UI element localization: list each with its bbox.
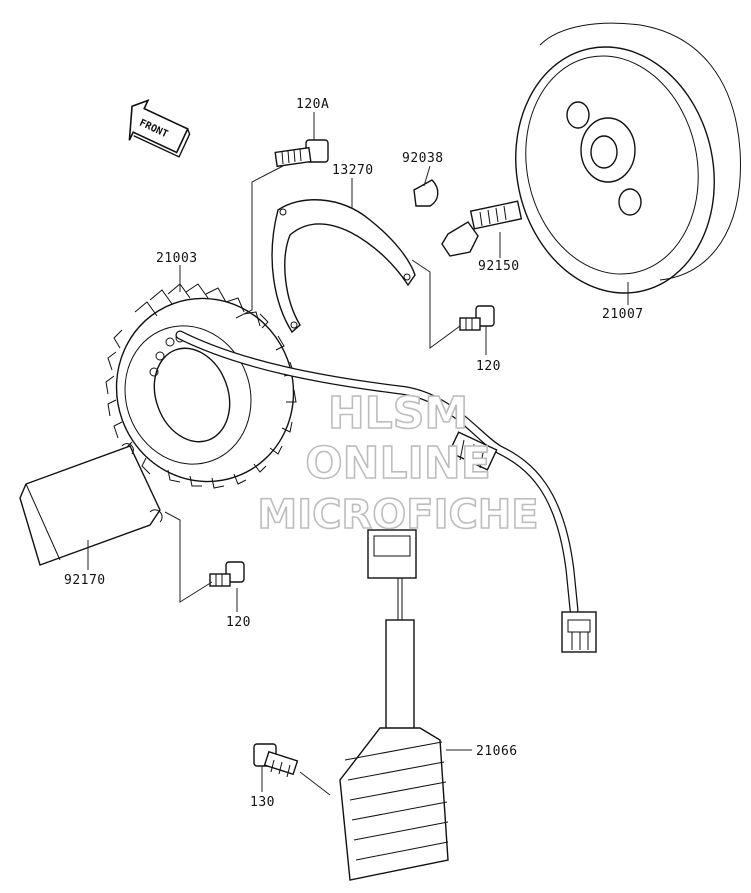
callout-21003: 21003 bbox=[156, 251, 198, 266]
bolt-120a bbox=[274, 139, 329, 168]
stator-wire-harness bbox=[175, 330, 597, 653]
callout-120-upper: 120 bbox=[476, 359, 501, 374]
regulator-rectifier-21066 bbox=[339, 529, 449, 881]
flange-bolt-92150 bbox=[441, 200, 523, 257]
rotor-flywheel bbox=[515, 22, 741, 294]
callout-92038: 92038 bbox=[402, 151, 444, 166]
callout-92170: 92170 bbox=[64, 573, 106, 588]
callout-130: 130 bbox=[250, 795, 275, 810]
front-arrow: FRONT bbox=[128, 99, 191, 158]
leader-lines bbox=[87, 112, 629, 796]
woodruff-key-92038 bbox=[413, 179, 439, 207]
stator-21003 bbox=[105, 283, 297, 489]
callout-120-lower: 120 bbox=[226, 615, 251, 630]
callout-120a: 120A bbox=[296, 97, 329, 112]
cover-92170 bbox=[19, 443, 163, 566]
callout-21007: 21007 bbox=[602, 307, 644, 322]
watermark: HLSM ONLINE MICROFICHE bbox=[257, 387, 540, 539]
callout-21066: 21066 bbox=[476, 744, 518, 759]
bolt-130 bbox=[253, 743, 299, 778]
watermark-line-1: HLSM bbox=[328, 388, 468, 439]
watermark-line-2: ONLINE bbox=[305, 438, 491, 489]
bolt-120-lower bbox=[209, 561, 245, 587]
callout-13270: 13270 bbox=[332, 163, 374, 178]
watermark-line-3: MICROFICHE bbox=[257, 492, 538, 538]
stator-plate-13270 bbox=[271, 199, 416, 334]
bolt-120-upper bbox=[459, 305, 495, 331]
callout-92150: 92150 bbox=[478, 259, 520, 274]
